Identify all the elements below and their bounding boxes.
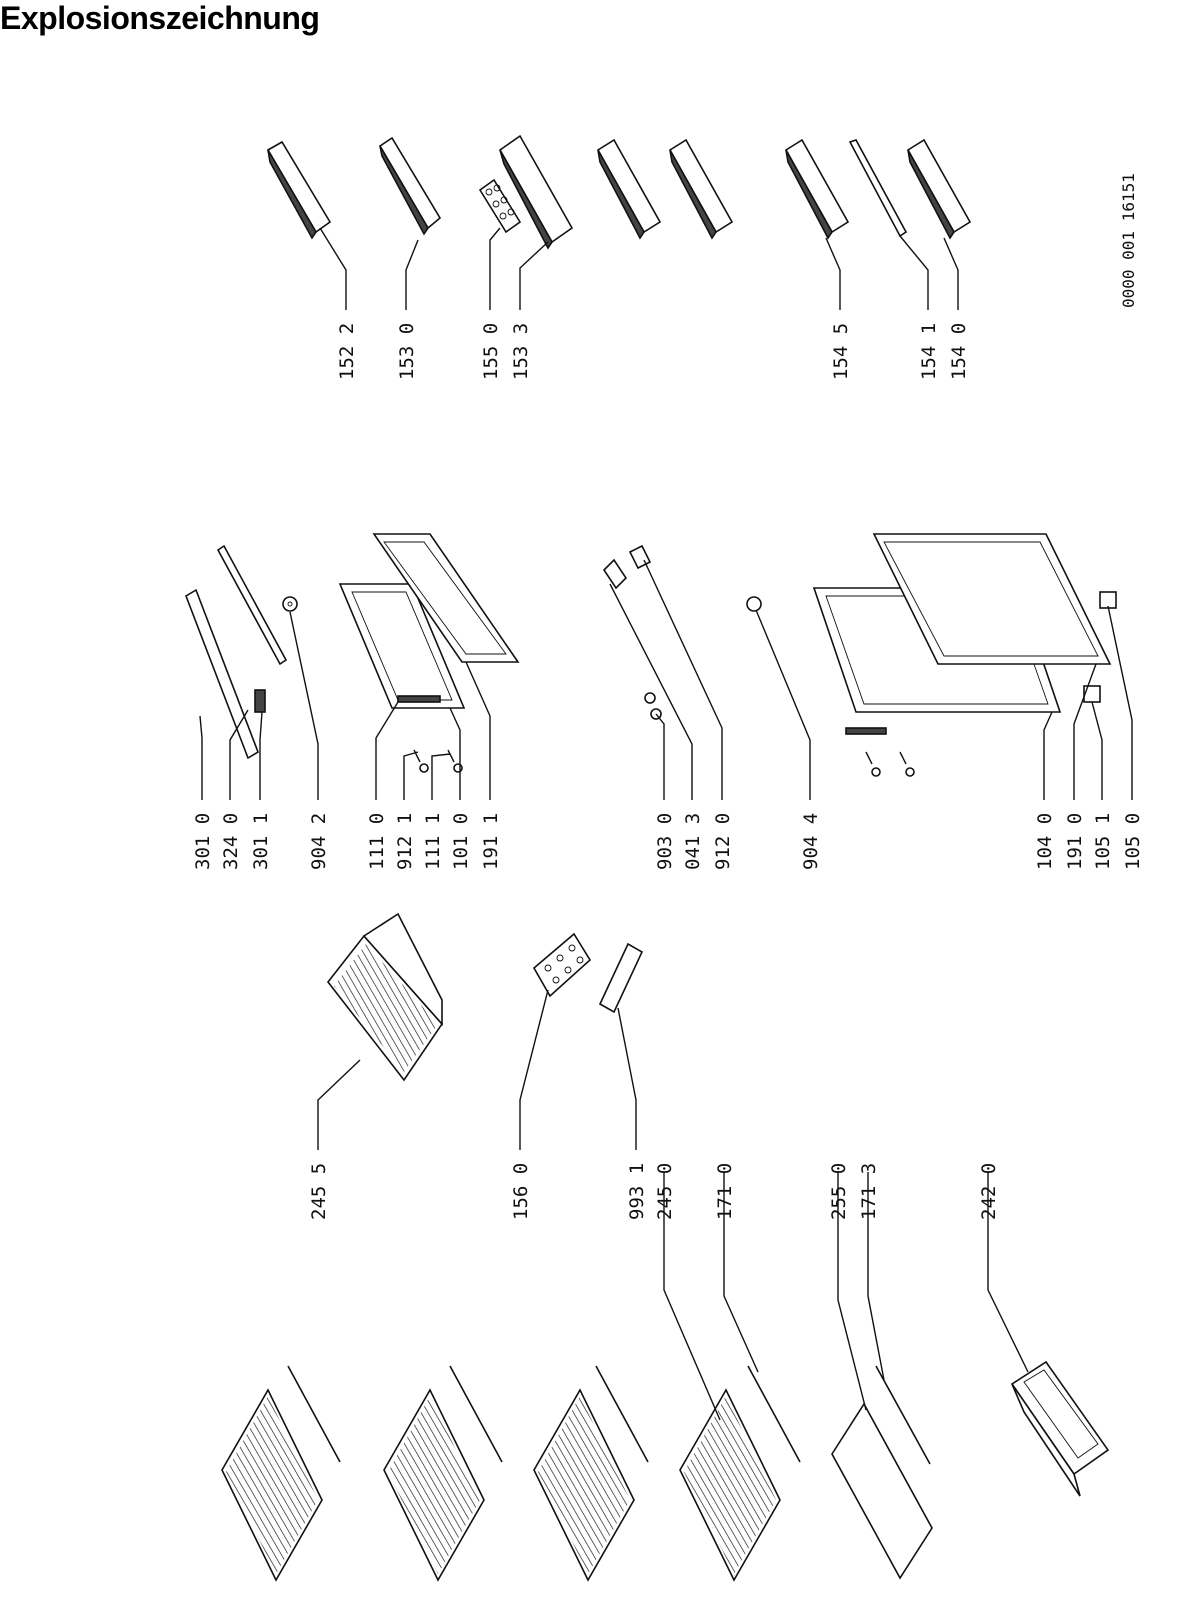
label-111-1: 111 1 xyxy=(422,813,444,870)
hinge-301-1 xyxy=(254,689,266,713)
flap-993-1 xyxy=(598,942,644,1014)
screw-903-0 xyxy=(644,692,662,720)
label-041-3: 041 3 xyxy=(682,813,704,870)
gasket-191-1 xyxy=(372,533,520,663)
label-105-1: 105 1 xyxy=(1092,813,1114,870)
cover-105-0 xyxy=(1099,591,1117,609)
bracket-111-0 xyxy=(397,695,441,703)
label-154-5: 154 5 xyxy=(830,323,852,380)
door-screws xyxy=(845,727,915,777)
label-156-0: 156 0 xyxy=(510,1163,532,1220)
label-904-2: 904 2 xyxy=(308,813,330,870)
label-324-0: 324 0 xyxy=(220,813,242,870)
label-171-0: 171 0 xyxy=(714,1163,736,1220)
label-993-1: 993 1 xyxy=(626,1163,648,1220)
label-191-1: 191 1 xyxy=(480,813,502,870)
wire-shelf-3 xyxy=(533,1365,649,1582)
door-balcony-154-0 xyxy=(906,138,972,240)
label-242-0: 242 0 xyxy=(978,1163,1000,1220)
label-153-0: 153 0 xyxy=(396,323,418,380)
freezer-door-101-0 xyxy=(338,583,466,709)
handle-strip-301-0 xyxy=(185,588,259,760)
bottle-retainer-154-1 xyxy=(848,139,908,238)
label-912-0: 912 0 xyxy=(712,813,734,870)
page-title: Explosionszeichnung xyxy=(0,0,320,36)
door-balcony-152-2 xyxy=(266,140,332,240)
screw-904-4 xyxy=(746,596,762,612)
label-101-0: 101 0 xyxy=(450,813,472,870)
label-153-3: 153 3 xyxy=(510,323,532,380)
door-balcony-153-3 xyxy=(498,134,574,250)
position-labels: 152 2 153 0 155 0 153 3 154 5 154 1 154 … xyxy=(192,173,1144,1220)
crisper-drawer-242-0 xyxy=(1010,1360,1110,1497)
hinge-912-0 xyxy=(628,544,652,570)
label-245-0: 245 0 xyxy=(654,1163,676,1220)
handle-cover-324-0 xyxy=(216,544,288,666)
freezer-basket-245-5 xyxy=(326,912,444,1082)
label-301-1: 301 1 xyxy=(250,813,272,870)
leader-lines xyxy=(199,227,1133,1421)
label-255-0: 255 0 xyxy=(828,1163,850,1220)
label-904-4: 904 4 xyxy=(800,813,822,870)
label-104-0: 104 0 xyxy=(1034,813,1056,870)
door-balcony-153-0 xyxy=(378,136,442,236)
door-balcony-154-5 xyxy=(784,138,850,240)
label-191-0: 191 0 xyxy=(1064,813,1086,870)
label-154-1: 154 1 xyxy=(918,323,940,380)
wire-shelf-1 xyxy=(221,1365,341,1582)
egg-tray-155-0 xyxy=(478,178,522,234)
wire-shelf-2 xyxy=(383,1365,503,1582)
hinge-041-3 xyxy=(602,558,628,590)
screws-912-1 xyxy=(413,749,463,773)
label-245-5: 245 5 xyxy=(308,1163,330,1220)
door-balcony-b xyxy=(668,138,734,240)
label-111-0: 111 0 xyxy=(366,813,388,870)
drawing-number: 0000 001 16151 xyxy=(1119,173,1138,308)
gasket-191-0 xyxy=(872,533,1112,665)
ice-tray-156-0 xyxy=(532,932,592,998)
label-105-0: 105 0 xyxy=(1122,813,1144,870)
label-171-3: 171 3 xyxy=(858,1163,880,1220)
glass-shelf-255-0 xyxy=(831,1402,933,1580)
door-balcony-a xyxy=(596,138,662,240)
screw-904-2 xyxy=(282,596,298,612)
label-154-0: 154 0 xyxy=(948,323,970,380)
label-912-1: 912 1 xyxy=(394,813,416,870)
label-152-2: 152 2 xyxy=(336,323,358,380)
label-155-0: 155 0 xyxy=(480,323,502,380)
shelf-trim-171-0 xyxy=(747,1365,801,1463)
wire-shelf-245-0 xyxy=(679,1388,781,1582)
label-301-0: 301 0 xyxy=(192,813,214,870)
shelf-trim-171-3 xyxy=(875,1365,931,1465)
label-903-0: 903 0 xyxy=(654,813,676,870)
